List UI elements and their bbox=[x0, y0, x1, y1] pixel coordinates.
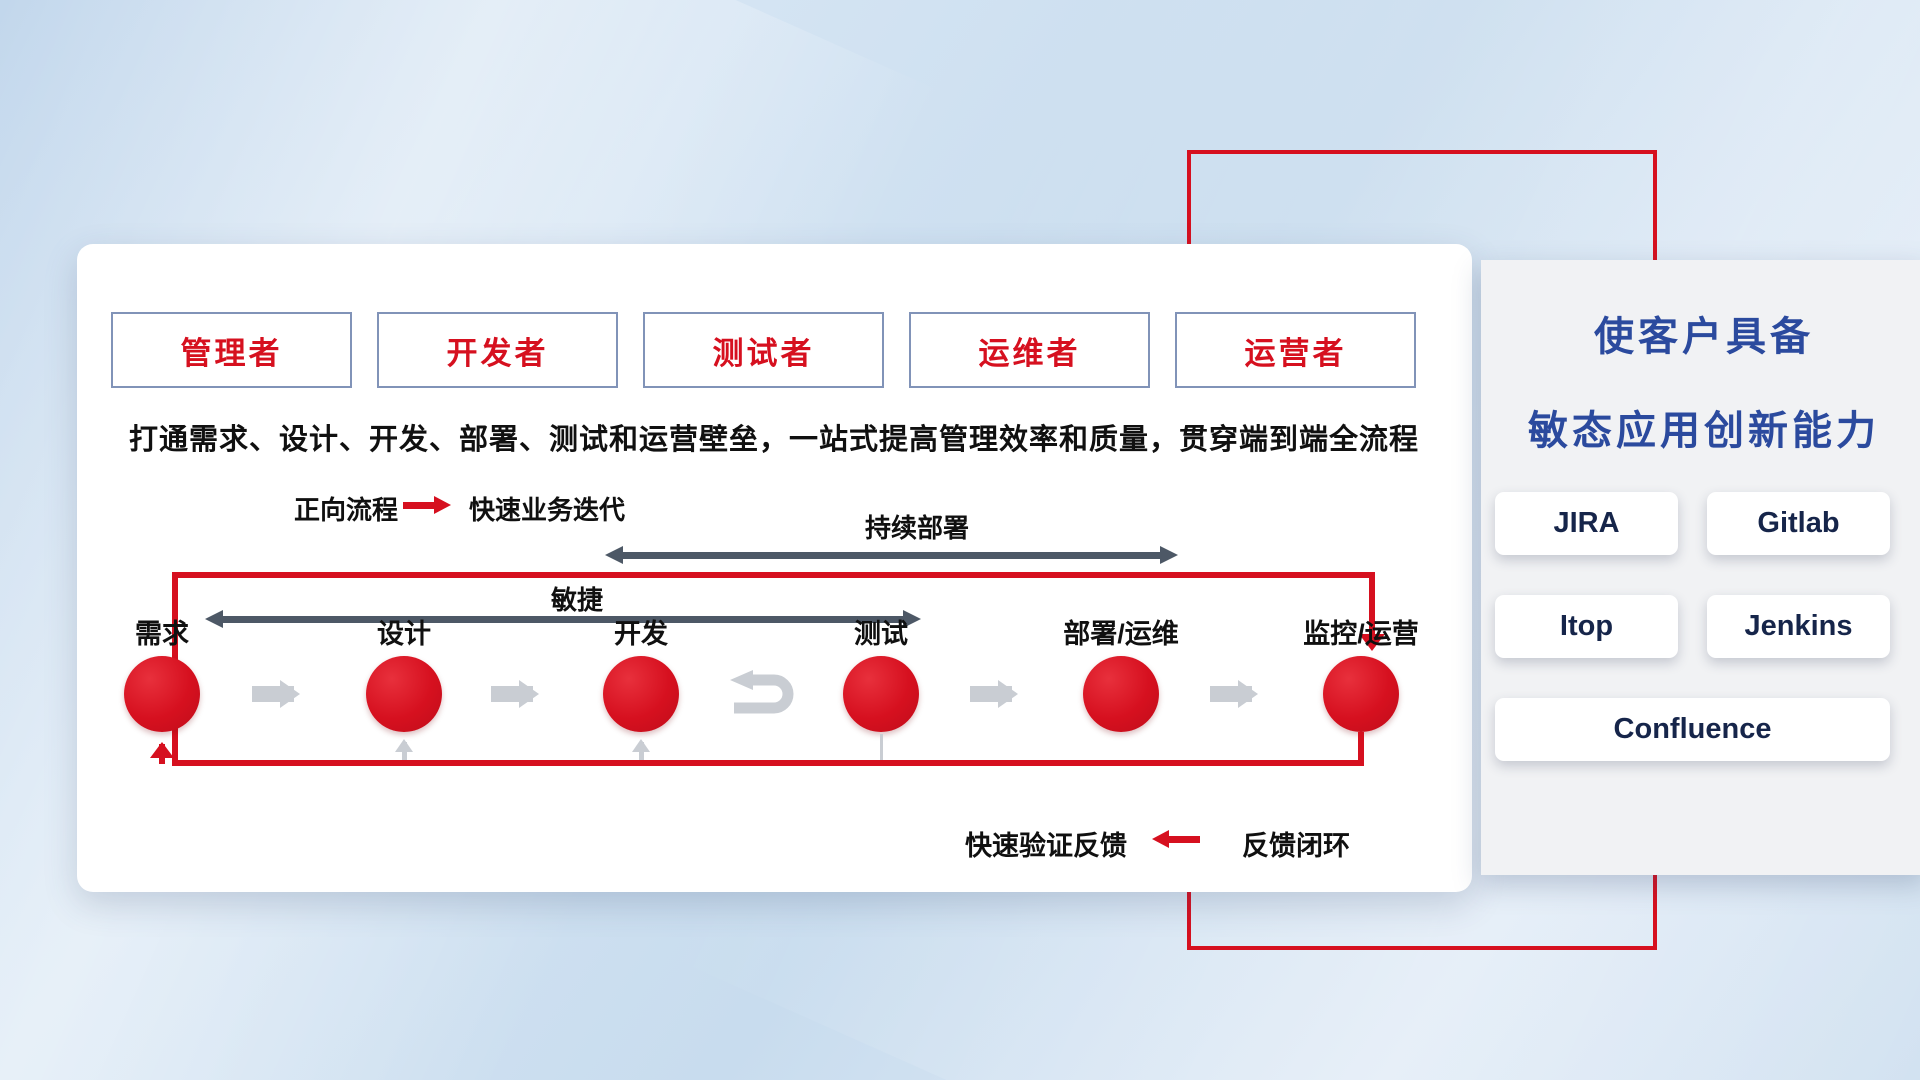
node-label-requirement: 需求 bbox=[135, 619, 189, 649]
workflow-card: 管理者 开发者 测试者 运维者 运营者 打通需求、设计、开发、部署、测试和运营壁… bbox=[77, 244, 1472, 892]
flow-arrow-icon bbox=[491, 680, 539, 708]
forward-loop-top-line bbox=[172, 572, 1375, 578]
node-monitor-operate bbox=[1323, 656, 1399, 732]
role-box-developer: 开发者 bbox=[377, 312, 618, 388]
continuous-deploy-label: 持续部署 bbox=[864, 513, 969, 543]
feedback-up-arrowhead-icon bbox=[395, 730, 413, 752]
node-label-monitor-operate: 监控/运营 bbox=[1303, 619, 1419, 649]
tool-button-itop: Itop bbox=[1495, 595, 1678, 658]
roles-row: 管理者 开发者 测试者 运维者 运营者 bbox=[111, 312, 1416, 388]
test-feedback-connector bbox=[880, 734, 883, 762]
forward-arrow-icon bbox=[403, 496, 451, 514]
feedback-bottom-line bbox=[172, 760, 1364, 766]
role-label: 管理者 bbox=[180, 335, 283, 371]
forward-arrow-down-icon bbox=[1359, 634, 1385, 664]
fast-iteration-label: 快速业务迭代 bbox=[469, 495, 626, 525]
feedback-loop-label: 反馈闭环 bbox=[1242, 831, 1350, 861]
flow-arrow-icon bbox=[252, 680, 300, 708]
role-label: 运营者 bbox=[1244, 335, 1347, 371]
tool-button-confluence: Confluence bbox=[1495, 698, 1890, 761]
node-label-deploy-ops: 部署/运维 bbox=[1063, 619, 1179, 649]
capability-panel: 使客户具备 敏态应用创新能力 JIRA Gitlab Itop Jenkins … bbox=[1481, 260, 1920, 875]
iterate-loop-icon bbox=[730, 670, 794, 714]
node-develop bbox=[603, 656, 679, 732]
feedback-up-arrowhead-icon bbox=[632, 730, 650, 752]
feedback-right-stem bbox=[1358, 732, 1364, 766]
node-design bbox=[366, 656, 442, 732]
feedback-up-arrow-icon bbox=[402, 742, 407, 762]
continuous-deploy-arrow-icon bbox=[605, 546, 1178, 564]
role-box-manager: 管理者 bbox=[111, 312, 352, 388]
node-label-test: 测试 bbox=[854, 619, 908, 649]
feedback-arrow-icon bbox=[1152, 830, 1200, 848]
role-label: 开发者 bbox=[446, 335, 549, 371]
role-box-operator: 运营者 bbox=[1175, 312, 1416, 388]
panel-title-line2: 敏态应用创新能力 bbox=[1528, 409, 1880, 453]
flow-arrow-icon bbox=[970, 680, 1018, 708]
tool-button-jira: JIRA bbox=[1495, 492, 1678, 555]
node-test bbox=[843, 656, 919, 732]
flow-arrow-icon bbox=[1210, 680, 1258, 708]
feedback-arrow-up-icon bbox=[150, 730, 174, 758]
forward-flow-label: 正向流程 bbox=[294, 495, 399, 525]
forward-loop-right-stem bbox=[1369, 572, 1375, 636]
role-box-ops: 运维者 bbox=[909, 312, 1150, 388]
role-box-tester: 测试者 bbox=[643, 312, 884, 388]
feedback-up-arrow-icon bbox=[639, 742, 644, 762]
node-label-design: 设计 bbox=[377, 619, 431, 649]
tool-button-jenkins: Jenkins bbox=[1707, 595, 1890, 658]
process-description: 打通需求、设计、开发、部署、测试和运营壁垒，一站式提高管理效率和质量，贯穿端到端… bbox=[129, 424, 1420, 456]
fast-feedback-label: 快速验证反馈 bbox=[965, 831, 1127, 861]
role-label: 测试者 bbox=[712, 335, 815, 371]
panel-title-line1: 使客户具备 bbox=[1594, 315, 1814, 359]
node-deploy-ops bbox=[1083, 656, 1159, 732]
agile-label: 敏捷 bbox=[550, 585, 603, 615]
tool-button-gitlab: Gitlab bbox=[1707, 492, 1890, 555]
role-label: 运维者 bbox=[978, 335, 1081, 371]
node-requirement bbox=[124, 656, 200, 732]
agile-arrow-icon bbox=[205, 610, 921, 628]
node-label-develop: 开发 bbox=[614, 619, 668, 649]
